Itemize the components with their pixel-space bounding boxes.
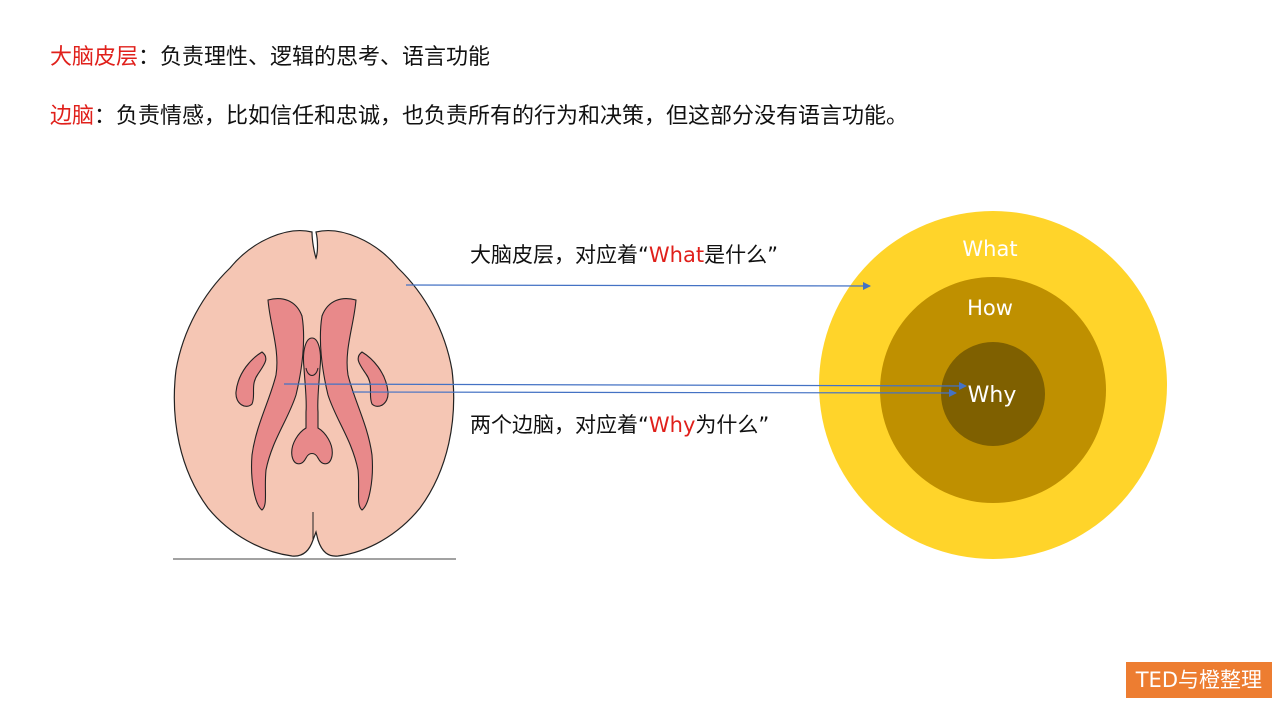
caption-prefix: 两个边脑，对应着“ xyxy=(470,413,649,437)
caption-suffix: 是什么” xyxy=(704,243,778,267)
caption-suffix: 为什么” xyxy=(695,413,770,437)
source-badge: TED与橙整理 xyxy=(1125,662,1272,698)
brain-illustration xyxy=(173,230,456,560)
ventricle-left xyxy=(251,298,305,511)
definition-separator: ： xyxy=(138,45,161,70)
septum xyxy=(305,367,319,376)
caption-prefix: 大脑皮层，对应着“ xyxy=(470,243,649,267)
caption-highlight: What xyxy=(648,243,705,267)
definition-limbic: 边脑：负责情感，比如信任和忠诚，也负责所有的行为和决策，但这部分没有语言功能。 xyxy=(50,102,908,132)
circle-label-why: Why xyxy=(968,383,1017,408)
circle-label-what: What xyxy=(962,237,1017,261)
third-ventricle xyxy=(291,337,333,465)
definition-separator: ： xyxy=(94,104,117,129)
definition-term: 大脑皮层 xyxy=(50,45,139,70)
temporal-horn-right xyxy=(357,351,389,407)
circle-label-how: How xyxy=(967,296,1013,320)
definition-cortex: 大脑皮层：负责理性、逻辑的思考、语言功能 xyxy=(50,43,490,73)
definition-term: 边脑 xyxy=(50,104,95,129)
caption-limbic-why: 两个边脑，对应着“Why为什么” xyxy=(470,411,769,439)
ventricle-right xyxy=(319,298,373,511)
temporal-horn-left xyxy=(235,351,267,407)
definition-text: 负责理性、逻辑的思考、语言功能 xyxy=(160,45,491,70)
caption-cortex-what: 大脑皮层，对应着“What是什么” xyxy=(470,241,778,269)
definition-text: 负责情感，比如信任和忠诚，也负责所有的行为和决策，但这部分没有语言功能。 xyxy=(116,104,909,129)
arrow-limbic-to-why-1 xyxy=(283,381,967,390)
caption-highlight: Why xyxy=(648,413,696,437)
arrow-limbic-to-why-2 xyxy=(351,388,957,397)
arrow-cortex-to-what xyxy=(405,281,871,290)
circle-why xyxy=(941,342,1045,446)
golden-circle: What How Why xyxy=(819,211,1167,559)
